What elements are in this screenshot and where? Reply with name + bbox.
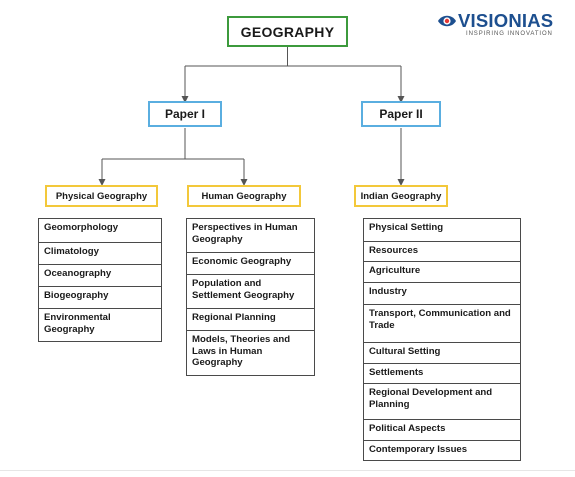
logo-eye-icon (438, 15, 456, 27)
paper-1-node: Paper I (148, 101, 222, 127)
list-item: Regional Development and Planning (364, 383, 520, 419)
list-item: Political Aspects (364, 419, 520, 440)
list-item: Oceanography (39, 264, 161, 286)
list-item: Economic Geography (187, 252, 314, 274)
list-item: Contemporary Issues (364, 440, 520, 462)
paper-2-node: Paper II (361, 101, 441, 127)
root-node-geography: GEOGRAPHY (227, 16, 348, 47)
list-item: Regional Planning (187, 308, 314, 330)
list-item: Industry (364, 282, 520, 304)
list-item: Agriculture (364, 261, 520, 282)
list-item: Resources (364, 241, 520, 261)
list-item: Population and Settlement Geography (187, 274, 314, 308)
indian-geography-list: Physical Setting Resources Agriculture I… (363, 218, 521, 461)
topic-human-geography: Human Geography (187, 185, 301, 207)
physical-geography-list: Geomorphology Climatology Oceanography B… (38, 218, 162, 342)
topic-indian-geography: Indian Geography (354, 185, 448, 207)
list-item: Geomorphology (44, 222, 119, 233)
list-item: Climatology (39, 242, 161, 264)
human-geography-list: Perspectives in Human Geography Economic… (186, 218, 315, 376)
list-item: Environmental Geography (39, 308, 161, 343)
logo-brand-text: VISIONIAS (458, 10, 554, 31)
logo-tagline: INSPIRING INNOVATION (466, 31, 553, 37)
topic-physical-geography: Physical Geography (45, 185, 158, 207)
list-item: Transport, Communication and Trade (364, 304, 520, 342)
list-item: Physical Setting (369, 222, 444, 233)
list-item: Models, Theories and Laws in Human Geogr… (187, 330, 314, 377)
list-item: Perspectives in Human Geography (192, 222, 298, 245)
list-item: Cultural Setting (364, 342, 520, 363)
visionias-logo: VISIONIAS INSPIRING INNOVATION (436, 10, 568, 40)
bottom-divider (0, 470, 575, 471)
list-item: Biogeography (39, 286, 161, 308)
list-item: Settlements (364, 363, 520, 383)
